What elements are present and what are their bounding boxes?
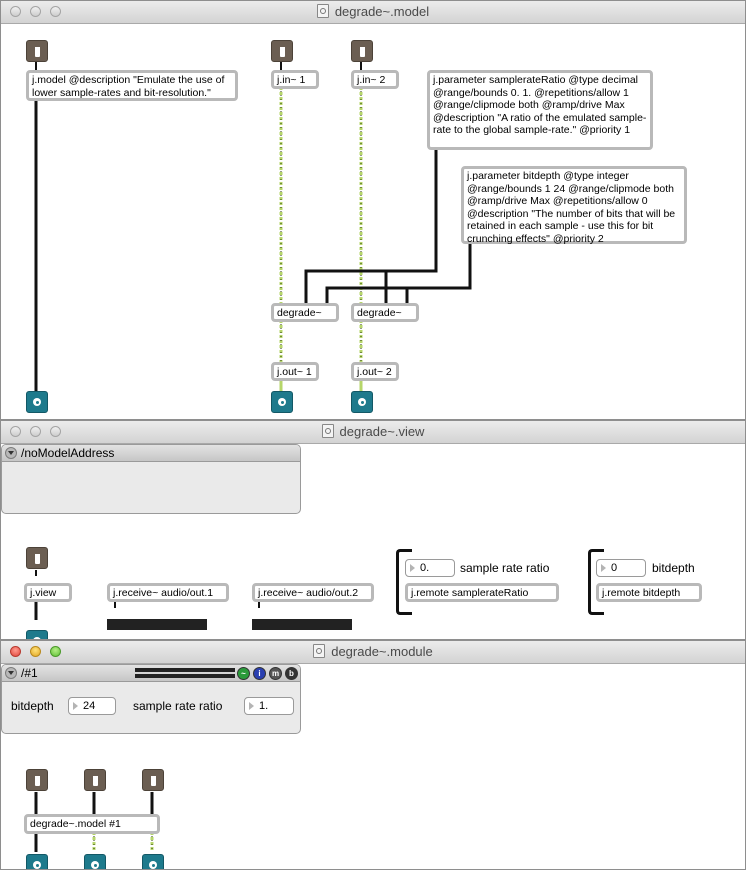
outlet-signal-2[interactable] xyxy=(351,391,373,413)
samplerate-label: sample rate ratio xyxy=(460,561,550,575)
window-title: degrade~.view xyxy=(339,424,425,439)
panel-title: /noModelAddress xyxy=(21,446,115,460)
menu-dropdown-icon[interactable] xyxy=(5,447,17,459)
view-window: degrade~.view /noModelAddress j.view j.r… xyxy=(0,420,746,640)
minimize-button[interactable] xyxy=(30,426,41,437)
samplerate-number-box[interactable]: 0. xyxy=(405,559,455,577)
module-window-titlebar[interactable]: degrade~.module xyxy=(1,641,745,664)
zoom-button[interactable] xyxy=(50,426,61,437)
bypass-button[interactable]: b xyxy=(285,667,298,680)
module-patcher[interactable]: /#1 ~ i m b bitdepth 24 sample rate rati… xyxy=(1,664,745,869)
inlet-signal-1[interactable] xyxy=(84,769,106,791)
level-meter-2 xyxy=(252,619,352,630)
j-receive-out-1-object[interactable]: j.receive~ audio/out.1 xyxy=(107,583,229,602)
feedback-loop-bd xyxy=(588,549,604,615)
patch-cords xyxy=(34,62,472,392)
document-icon xyxy=(316,4,329,18)
close-button[interactable] xyxy=(10,6,21,17)
j-out-1-object[interactable]: j.out~ 1 xyxy=(271,362,319,381)
zoom-button[interactable] xyxy=(50,646,61,657)
degrade-object-1[interactable]: degrade~ xyxy=(271,303,339,322)
j-in-1-object[interactable]: j.in~ 1 xyxy=(271,70,319,89)
minimize-button[interactable] xyxy=(30,6,41,17)
close-button[interactable] xyxy=(10,646,21,657)
info-icon[interactable]: i xyxy=(253,667,266,680)
module-level-meter-1 xyxy=(135,668,235,672)
close-button[interactable] xyxy=(10,426,21,437)
outlet-model[interactable] xyxy=(26,391,48,413)
document-icon xyxy=(313,644,326,658)
j-parameter-samplerate-object[interactable]: j.parameter samplerateRatio @type decima… xyxy=(427,70,653,150)
panel-title: /#1 xyxy=(21,666,38,680)
degrade-object-2[interactable]: degrade~ xyxy=(351,303,419,322)
bitdepth-label: bitdepth xyxy=(11,699,54,713)
inlet-module[interactable] xyxy=(26,769,48,791)
bitdepth-number-box[interactable]: 24 xyxy=(68,697,116,715)
feedback-loop-sr xyxy=(396,549,412,615)
inlet-view[interactable] xyxy=(26,547,48,569)
outlet-signal-1[interactable] xyxy=(271,391,293,413)
module-window: degrade~.module /#1 ~ i m b bitdepth 24 … xyxy=(0,640,746,870)
j-remote-samplerate-object[interactable]: j.remote samplerateRatio xyxy=(405,583,559,602)
mute-button[interactable]: m xyxy=(269,667,282,680)
patch-cords xyxy=(34,792,154,852)
module-level-meter-2 xyxy=(135,674,235,678)
window-title: degrade~.module xyxy=(331,644,433,659)
document-icon xyxy=(321,424,334,438)
j-view-object[interactable]: j.view xyxy=(24,583,72,602)
bitdepth-label: bitdepth xyxy=(652,561,695,575)
inlet-signal-2[interactable] xyxy=(351,40,373,62)
menu-dropdown-icon[interactable] xyxy=(5,667,17,679)
inlet-signal-2[interactable] xyxy=(142,769,164,791)
view-window-titlebar[interactable]: degrade~.view xyxy=(1,421,745,444)
j-remote-bitdepth-object[interactable]: j.remote bitdepth xyxy=(596,583,702,602)
minimize-button[interactable] xyxy=(30,646,41,657)
model-window-titlebar[interactable]: degrade~.model xyxy=(1,1,745,24)
bitdepth-number-box[interactable]: 0 xyxy=(596,559,646,577)
degrade-model-instance[interactable]: degrade~.model #1 xyxy=(24,814,160,834)
j-out-2-object[interactable]: j.out~ 2 xyxy=(351,362,399,381)
view-panel: /noModelAddress xyxy=(1,444,301,514)
outlet-signal-1[interactable] xyxy=(84,854,106,869)
outlet-module[interactable] xyxy=(26,854,48,869)
samplerate-number-box[interactable]: 1. xyxy=(244,697,294,715)
view-patcher[interactable]: /noModelAddress j.view j.receive~ audio/… xyxy=(1,444,745,639)
outlet-signal-2[interactable] xyxy=(142,854,164,869)
j-in-2-object[interactable]: j.in~ 2 xyxy=(351,70,399,89)
j-model-object[interactable]: j.model @description "Emulate the use of… xyxy=(26,70,238,101)
samplerate-label: sample rate ratio xyxy=(133,699,223,713)
power-icon[interactable]: ~ xyxy=(237,667,250,680)
module-panel: /#1 ~ i m b bitdepth 24 sample rate rati… xyxy=(1,664,301,734)
model-patcher[interactable]: j.model @description "Emulate the use of… xyxy=(1,24,745,419)
inlet-signal-1[interactable] xyxy=(271,40,293,62)
j-receive-out-2-object[interactable]: j.receive~ audio/out.2 xyxy=(252,583,374,602)
zoom-button[interactable] xyxy=(50,6,61,17)
window-title: degrade~.model xyxy=(334,4,430,19)
inlet-model[interactable] xyxy=(26,40,48,62)
model-window: degrade~.model xyxy=(0,0,746,420)
j-parameter-bitdepth-object[interactable]: j.parameter bitdepth @type integer @rang… xyxy=(461,166,687,245)
level-meter-1 xyxy=(107,619,207,630)
outlet-view[interactable] xyxy=(26,630,48,639)
patch-cords xyxy=(34,570,260,620)
